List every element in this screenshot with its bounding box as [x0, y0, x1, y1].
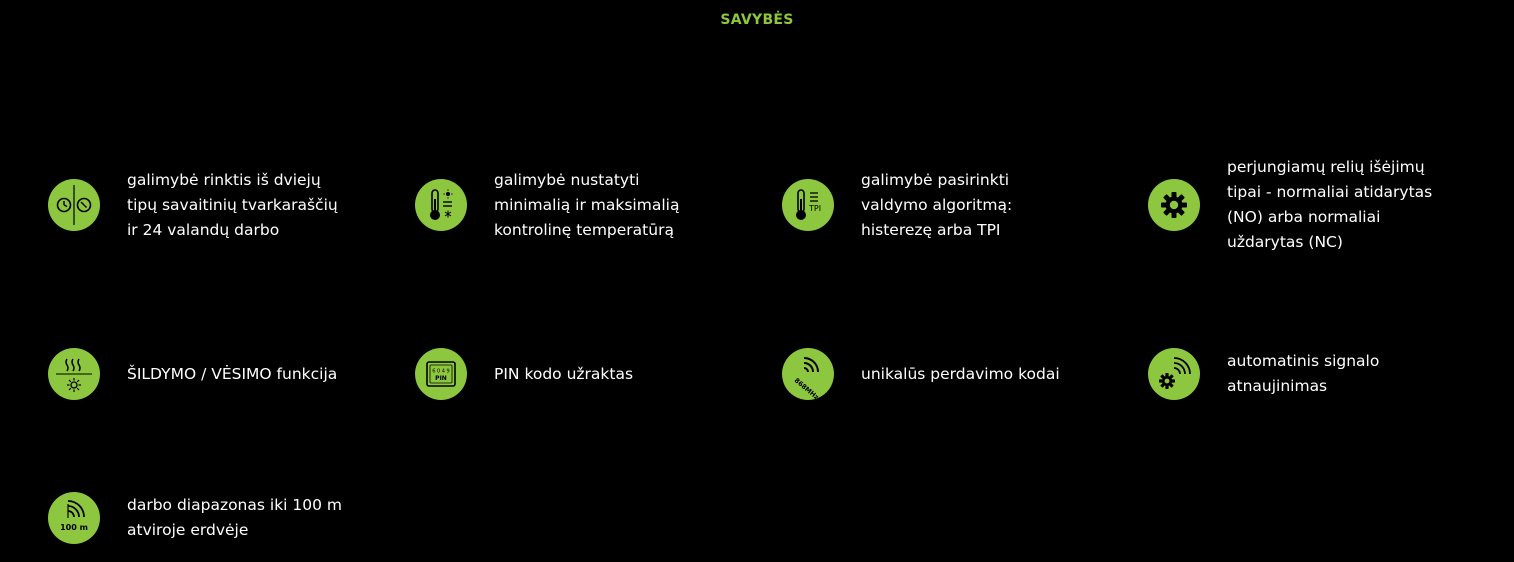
- feature-item-pin-lock: 6 0 4 9 PIN PIN kodo užraktas: [415, 348, 745, 400]
- range-100m-icon: 100 m: [48, 492, 100, 544]
- feature-item-relay-types: perjungiamų relių išėjimų tipai - normal…: [1148, 155, 1478, 255]
- feature-text-heat-cool: ŠILDYMO / VĖSIMO funkcija: [127, 364, 338, 383]
- thermometer-sun-snow-icon: [415, 179, 467, 231]
- gear-signal-icon: [1148, 348, 1200, 400]
- pin-digits-label: 6 0 4 9: [432, 369, 450, 375]
- feature-item-signal-renewal: automatinis signalo atnaujinimas: [1148, 348, 1478, 400]
- pin-label: PIN: [435, 375, 447, 382]
- feature-text-temperature-limits: galimybė nustatyti minimalią ir maksimal…: [494, 170, 680, 239]
- feature-text-algorithm: galimybė pasirinkti valdymo algoritmą: h…: [861, 170, 1013, 239]
- feature-text-pin-lock: PIN kodo užraktas: [494, 364, 634, 383]
- feature-text-signal-renewal: automatinis signalo atnaujinimas: [1227, 352, 1380, 395]
- 868mhz-signal-icon: 868MHz: [782, 348, 834, 400]
- feature-text-relay-types: perjungiamų relių išėjimų tipai - normal…: [1227, 158, 1433, 251]
- feature-item-range: 100 m darbo diapazonas iki 100 m atviroj…: [48, 492, 378, 544]
- feature-item-algorithm: TPI galimybė pasirinkti valdymo algoritm…: [782, 155, 1112, 255]
- pin-keypad-icon: 6 0 4 9 PIN: [415, 348, 467, 400]
- gear-icon: [1148, 179, 1200, 231]
- feature-item-transmission-codes: 868MHz unikalūs perdavimo kodai: [782, 348, 1112, 400]
- feature-item-temperature-limits: galimybė nustatyti minimalią ir maksimal…: [415, 155, 745, 255]
- thermometer-tpi-icon: TPI: [782, 179, 834, 231]
- heat-cool-icon: [48, 348, 100, 400]
- range-label: 100 m: [60, 523, 88, 532]
- feature-text-schedule: galimybė rinktis iš dviejų tipų savaitin…: [127, 170, 338, 239]
- dual-clock-icon: [48, 179, 100, 231]
- section-title: SAVYBĖS: [720, 12, 794, 28]
- feature-item-schedule: galimybė rinktis iš dviejų tipų savaitin…: [48, 155, 378, 255]
- feature-text-range: darbo diapazonas iki 100 m atviroje erdv…: [127, 496, 343, 539]
- feature-text-transmission-codes: unikalūs perdavimo kodai: [861, 364, 1060, 383]
- feature-item-heat-cool: ŠILDYMO / VĖSIMO funkcija: [48, 348, 378, 400]
- svg-text:TPI: TPI: [808, 204, 821, 213]
